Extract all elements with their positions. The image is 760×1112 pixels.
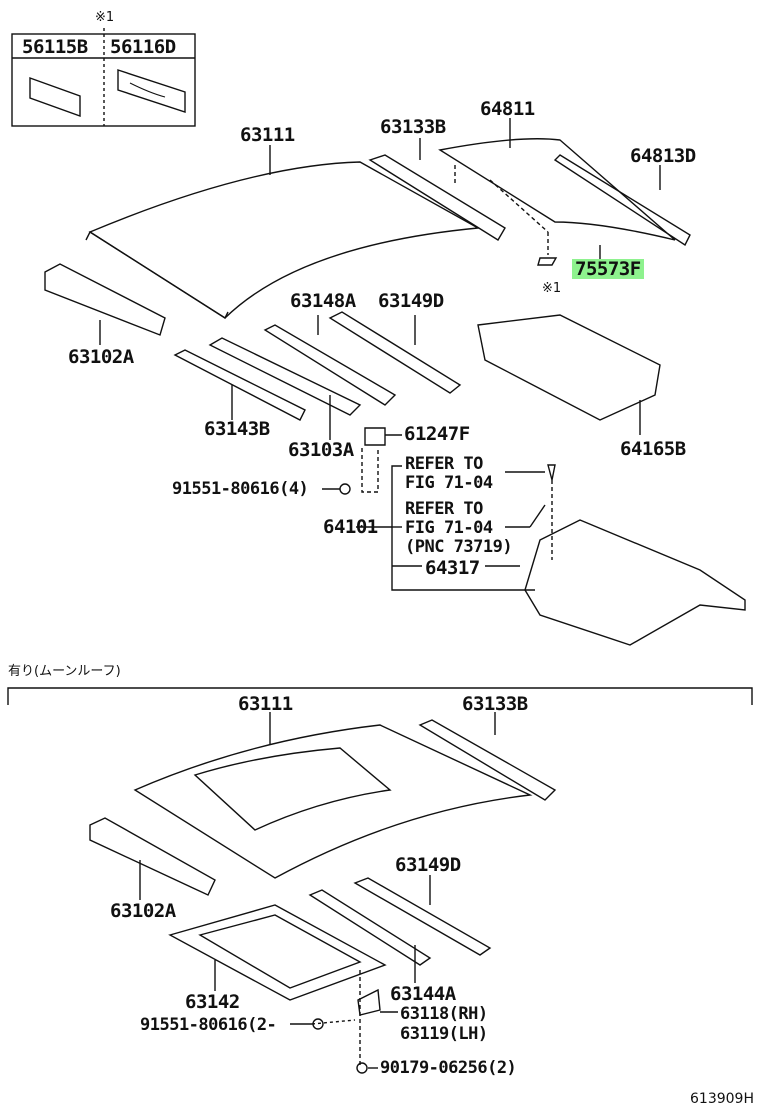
- part-label[interactable]: 61247F: [404, 423, 470, 445]
- part-label[interactable]: 63118(RH): [400, 1004, 488, 1024]
- part-label[interactable]: 63143B: [204, 418, 270, 440]
- section-header: 有り(ムーンルーフ): [8, 664, 121, 679]
- part-label[interactable]: 56116D: [110, 36, 176, 58]
- moonroof-roof-shape: [133, 712, 533, 879]
- refer-text: REFER TO: [405, 499, 483, 519]
- moonroof-rail-shape: [418, 719, 557, 801]
- part-label[interactable]: 63111: [238, 693, 293, 715]
- part-label[interactable]: 63149D: [395, 854, 461, 876]
- part-label[interactable]: 63142: [185, 991, 240, 1013]
- bracket-shape: [364, 427, 386, 446]
- part-label[interactable]: 63103A: [288, 439, 354, 461]
- part-label[interactable]: 64101: [323, 516, 378, 538]
- part-label[interactable]: 63144A: [390, 983, 456, 1005]
- inset-box: [11, 28, 196, 127]
- part-label[interactable]: 64317: [425, 557, 480, 579]
- part-label[interactable]: 63119(LH): [400, 1024, 488, 1044]
- inset-note: ※1: [95, 10, 115, 25]
- refer-text: REFER TO: [405, 454, 483, 474]
- reinforcement-d2-shape: [353, 877, 492, 956]
- refer-link[interactable]: FIG 71-04: [405, 518, 493, 538]
- part-label[interactable]: 91551-80616(4): [172, 479, 309, 499]
- part-label[interactable]: 64811: [480, 98, 535, 120]
- figure-id: 613909H: [690, 1091, 754, 1107]
- part-label[interactable]: 56115B: [22, 36, 88, 58]
- part-label[interactable]: 63111: [240, 124, 295, 146]
- part-label[interactable]: 63102A: [110, 900, 176, 922]
- reinforcement-a2-shape: [308, 889, 432, 966]
- refer-pnc: (PNC 73719): [405, 537, 513, 557]
- sunroof-frame-shape: [168, 904, 387, 1001]
- part-label[interactable]: 63149D: [378, 290, 444, 312]
- part-label[interactable]: 64813D: [630, 145, 696, 167]
- back-window-shape: [438, 118, 691, 266]
- highlighted-part-label[interactable]: 75573F: [572, 259, 644, 279]
- part-label[interactable]: 63133B: [462, 693, 528, 715]
- part-label[interactable]: 63102A: [68, 346, 134, 368]
- floor-panel-shape: [524, 519, 746, 646]
- part-label[interactable]: 63148A: [290, 290, 356, 312]
- part-label[interactable]: 63133B: [380, 116, 446, 138]
- highlight-note: ※1: [542, 281, 562, 296]
- section-bracket: [7, 687, 753, 705]
- part-label[interactable]: 91551-80616(2-: [140, 1015, 277, 1035]
- part-label[interactable]: 90179-06256(2): [380, 1058, 517, 1078]
- refer-link[interactable]: FIG 71-04: [405, 473, 493, 493]
- reinforcement-a-shape: [263, 324, 397, 406]
- roof-bow-shape: [208, 337, 362, 416]
- reinforcement-b-shape: [173, 349, 306, 421]
- roof-rail-shape: [368, 154, 506, 241]
- part-label[interactable]: 64165B: [620, 438, 686, 460]
- header-panel-shape: [44, 263, 166, 336]
- reinforcement-d-shape: [328, 311, 462, 394]
- package-tray-shape: [477, 314, 661, 421]
- moonroof-header-shape: [89, 817, 216, 896]
